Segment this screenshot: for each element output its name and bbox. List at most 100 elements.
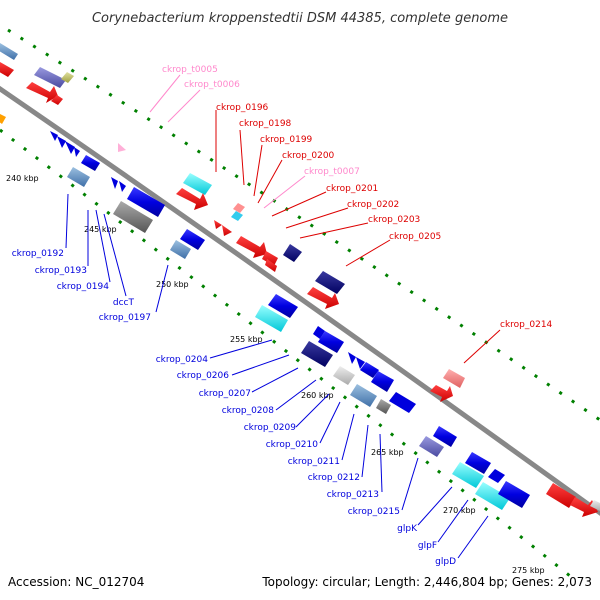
gene-feature[interactable] [61, 72, 74, 83]
gene-feature[interactable] [176, 188, 208, 210]
kbp-label: 265 kbp [371, 448, 404, 457]
gene-feature[interactable] [65, 141, 75, 154]
gene-label[interactable]: glpK [397, 524, 418, 534]
map-title: Corynebacterium kroppenstedtii DSM 44385… [92, 11, 508, 26]
gene-feature[interactable] [376, 399, 391, 414]
gene-label[interactable]: ckrop_t0006 [184, 80, 240, 90]
gene-label[interactable]: ckrop_0205 [389, 232, 441, 242]
gene-label[interactable]: ckrop_0203 [368, 215, 420, 225]
gene-label[interactable]: glpD [435, 557, 456, 567]
gene-feature[interactable] [118, 143, 126, 152]
gene-label[interactable]: ckrop_0192 [12, 249, 64, 259]
gene-label[interactable]: ckrop_t0007 [304, 167, 360, 177]
gene-feature[interactable] [34, 67, 66, 88]
gene-label[interactable]: ckrop_0200 [282, 151, 335, 161]
gene-label[interactable]: ckrop_0211 [288, 457, 340, 467]
gene-feature[interactable] [360, 362, 379, 378]
gene-feature[interactable] [214, 220, 222, 229]
gene-feature[interactable] [170, 240, 191, 259]
gene-feature[interactable] [265, 259, 277, 272]
gene-feature[interactable] [0, 43, 18, 60]
gene-feature[interactable] [26, 82, 58, 103]
gene-feature[interactable] [333, 366, 355, 385]
gene-label[interactable]: ckrop_0215 [348, 507, 400, 517]
gene-feature[interactable] [50, 131, 58, 141]
gene-feature[interactable] [127, 187, 165, 217]
gene-feature[interactable] [113, 201, 153, 233]
gene-feature[interactable] [231, 211, 243, 221]
gene-feature[interactable] [570, 497, 598, 517]
gene-feature[interactable] [307, 287, 339, 309]
gene-feature[interactable] [546, 483, 576, 508]
gene-label[interactable]: ckrop_0213 [327, 490, 379, 500]
gene-feature[interactable] [180, 229, 205, 250]
gene-feature[interactable] [419, 436, 444, 457]
gene-label[interactable]: ckrop_0214 [500, 320, 553, 330]
gene-features-forward [0, 43, 600, 517]
gene-label[interactable]: ckrop_0204 [156, 355, 209, 365]
gene-label[interactable]: ckrop_0209 [244, 423, 297, 433]
gene-feature[interactable] [111, 177, 118, 189]
gene-feature[interactable] [465, 452, 491, 474]
gene-label[interactable]: ckrop_0197 [99, 313, 151, 323]
gene-label[interactable]: ckrop_0193 [35, 266, 87, 276]
gene-feature[interactable] [233, 203, 245, 213]
gene-feature[interactable] [371, 371, 394, 392]
kbp-label: 275 kbp [512, 566, 545, 575]
gene-feature[interactable] [0, 114, 6, 124]
kbp-labels: 240 kbp 245 kbp 250 kbp 255 kbp 260 kbp … [6, 174, 545, 575]
gene-feature[interactable] [268, 294, 298, 318]
kbp-label: 260 kbp [301, 391, 334, 400]
gene-label[interactable]: dccT [113, 298, 135, 308]
gene-feature[interactable] [433, 426, 457, 447]
tick-track-outer [0, 28, 600, 582]
gene-feature[interactable] [222, 225, 232, 236]
gene-feature[interactable] [0, 62, 14, 77]
gene-label[interactable]: ckrop_0208 [222, 406, 275, 416]
gene-feature[interactable] [262, 251, 278, 266]
gene-feature[interactable] [51, 95, 63, 105]
gene-feature[interactable] [67, 167, 90, 187]
gene-label[interactable]: glpF [418, 541, 437, 551]
gene-label[interactable]: ckrop_0198 [239, 119, 292, 129]
gene-label[interactable]: ckrop_0212 [308, 473, 360, 483]
gene-feature[interactable] [315, 271, 345, 294]
gene-feature[interactable] [318, 331, 344, 353]
gene-feature[interactable] [81, 155, 100, 171]
kbp-label: 245 kbp [84, 225, 117, 234]
gene-feature[interactable] [350, 384, 377, 407]
gene-feature[interactable] [498, 481, 530, 508]
gene-feature[interactable] [57, 136, 66, 148]
gene-feature[interactable] [119, 181, 126, 192]
gene-feature[interactable] [301, 341, 333, 367]
gene-feature[interactable] [236, 236, 267, 258]
gene-feature[interactable] [74, 147, 80, 157]
gene-feature[interactable] [590, 500, 600, 511]
gene-label[interactable]: ckrop_0210 [266, 440, 319, 450]
gene-feature[interactable] [430, 385, 453, 402]
gene-label[interactable]: ckrop_0196 [216, 103, 269, 113]
gene-label[interactable]: ckrop_t0005 [162, 65, 218, 75]
gene-feature[interactable] [255, 305, 288, 332]
gene-feature[interactable] [356, 357, 365, 369]
kbp-label: 255 kbp [230, 335, 263, 344]
gene-feature[interactable] [475, 482, 510, 510]
gene-feature[interactable] [348, 352, 356, 364]
kbp-label: 250 kbp [156, 280, 189, 289]
gene-label[interactable]: ckrop_0199 [260, 135, 313, 145]
gene-feature[interactable] [488, 469, 505, 483]
gene-feature[interactable] [183, 173, 212, 195]
gene-feature[interactable] [389, 392, 416, 413]
kbp-label: 240 kbp [6, 174, 39, 183]
gene-label[interactable]: ckrop_0207 [199, 389, 251, 399]
gene-label[interactable]: ckrop_0202 [347, 200, 399, 210]
gene-label[interactable]: ckrop_0194 [57, 282, 110, 292]
gene-label[interactable]: ckrop_0201 [326, 184, 378, 194]
gene-feature[interactable] [452, 462, 484, 488]
gene-feature[interactable] [443, 369, 465, 388]
genome-summary-text: Topology: circular; Length: 2,446,804 bp… [261, 575, 592, 589]
gene-label[interactable]: ckrop_0206 [177, 371, 230, 381]
gene-feature[interactable] [283, 244, 302, 262]
